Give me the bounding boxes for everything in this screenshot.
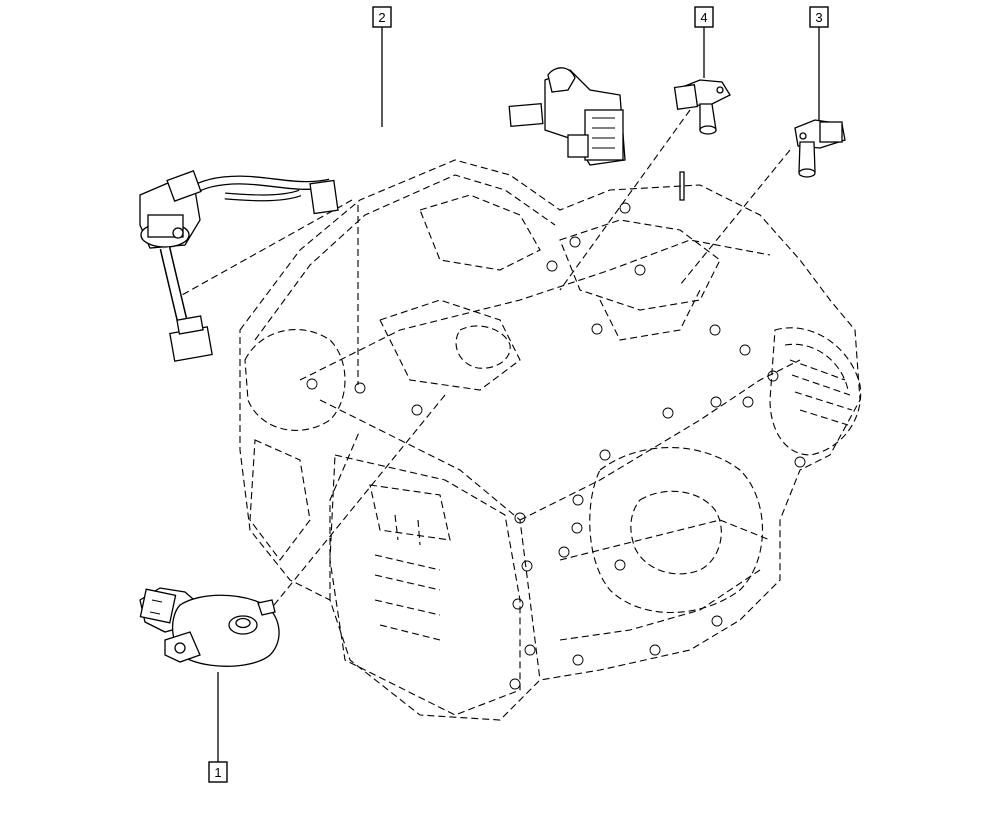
callout-label: 4 — [700, 10, 707, 25]
leader-lines — [181, 109, 791, 611]
speed-sensor-4 — [673, 79, 731, 135]
wiring-harness — [139, 67, 626, 362]
callout-label: 3 — [815, 10, 822, 25]
callout-4: 4 — [694, 6, 714, 78]
callout-2: 2 — [372, 6, 392, 127]
speed-sensor-3 — [794, 119, 846, 178]
transmission-housing-outline — [239, 159, 862, 721]
callout-1: 1 — [208, 672, 228, 783]
callout-3: 3 — [809, 6, 829, 120]
callout-label: 2 — [378, 10, 385, 25]
callout-label: 1 — [214, 765, 221, 780]
inhibitor-switch-1 — [139, 587, 280, 667]
